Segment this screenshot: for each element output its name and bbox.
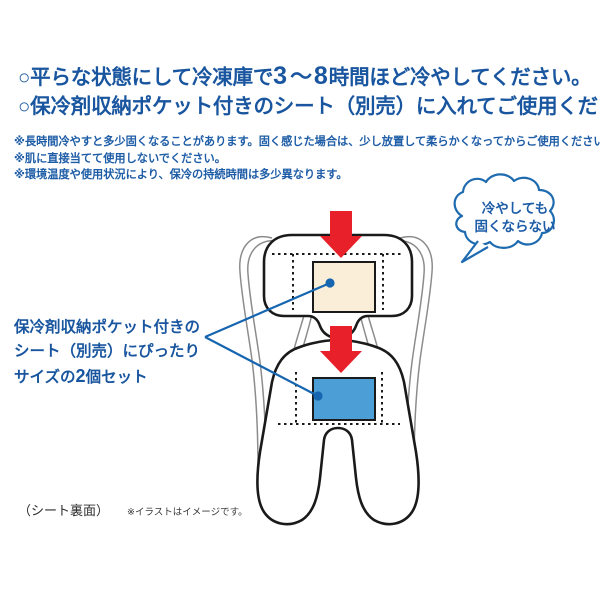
headline-hours-max: 8 <box>313 62 329 90</box>
leader-dot-upper <box>325 278 335 288</box>
headline-line-1-prefix: ○平らな状態にして冷凍庫で <box>18 66 274 89</box>
harness-straps <box>239 236 433 471</box>
left-annotation-line-3: サイズの2個セット <box>14 364 229 390</box>
caption-disclaimer-text: ※イラストはイメージです。 <box>127 507 248 518</box>
caption-main-text: （シート裏面） <box>18 503 110 518</box>
speech-bubble-line-2: 固くならない <box>474 219 556 234</box>
headline-block: ○平らな状態にして冷凍庫で3〜8時間ほど冷やしてください。 ○保冷剤収納ポケット… <box>18 62 600 121</box>
headline-line-1-suffix: 時間ほど冷やしてください。 <box>328 66 592 89</box>
left-annotation-line-1: 保冷剤収納ポケット付きの <box>14 319 201 336</box>
lower-insert-arrow-icon <box>320 326 362 373</box>
lower-pocket-dotted-outline <box>278 372 400 425</box>
leader-dot-lower <box>313 391 323 401</box>
speech-bubble-line-1: 冷やしても <box>481 201 549 216</box>
left-annotation-line-2: シート（別売）にぴったり <box>14 343 201 360</box>
left-annotation-block: 保冷剤収納ポケット付きの シート（別売）にぴったり サイズの2個セット <box>14 316 229 390</box>
seat-body-cushion <box>256 338 420 526</box>
cream-cooling-pad <box>312 261 376 313</box>
speech-bubble-text: 冷やしても 固くならない <box>455 200 575 236</box>
headline-line-2: ○保冷剤収納ポケット付きのシート（別売）に入れてご使用ください。 <box>18 95 600 118</box>
headline-line-1: ○平らな状態にして冷凍庫で3〜8時間ほど冷やしてください。 <box>18 62 593 92</box>
headline-tilde: 〜 <box>290 64 312 89</box>
note-line-1: ※長時間冷やすと多少固くなることがあります。固く感じた場合は、少し放置して柔らか… <box>14 136 600 148</box>
headrest-cushion <box>262 233 414 340</box>
upper-insert-arrow-icon <box>320 211 362 258</box>
note-line-3: ※環境温度や使用状況により、保冷の持続時間は多少異なります。 <box>14 169 348 181</box>
left-annotation-line-3-suffix: 個セット <box>85 369 148 386</box>
speech-bubble-tail <box>460 240 489 264</box>
headline-hours-min: 3 <box>273 62 289 90</box>
left-annotation-line-3-prefix: サイズの <box>14 369 76 386</box>
notes-block: ※長時間冷やすと多少固くなることがあります。固く感じた場合は、少し放置して柔らか… <box>14 134 600 184</box>
bottom-caption: （シート裏面） ※イラストはイメージです。 <box>18 500 248 519</box>
left-annotation-set-count: 2 <box>75 366 86 386</box>
note-line-2: ※肌に直接当てて使用しないでください。 <box>14 152 226 165</box>
upper-pocket-dotted-outline <box>272 253 404 310</box>
blue-cooling-pad <box>312 377 376 421</box>
